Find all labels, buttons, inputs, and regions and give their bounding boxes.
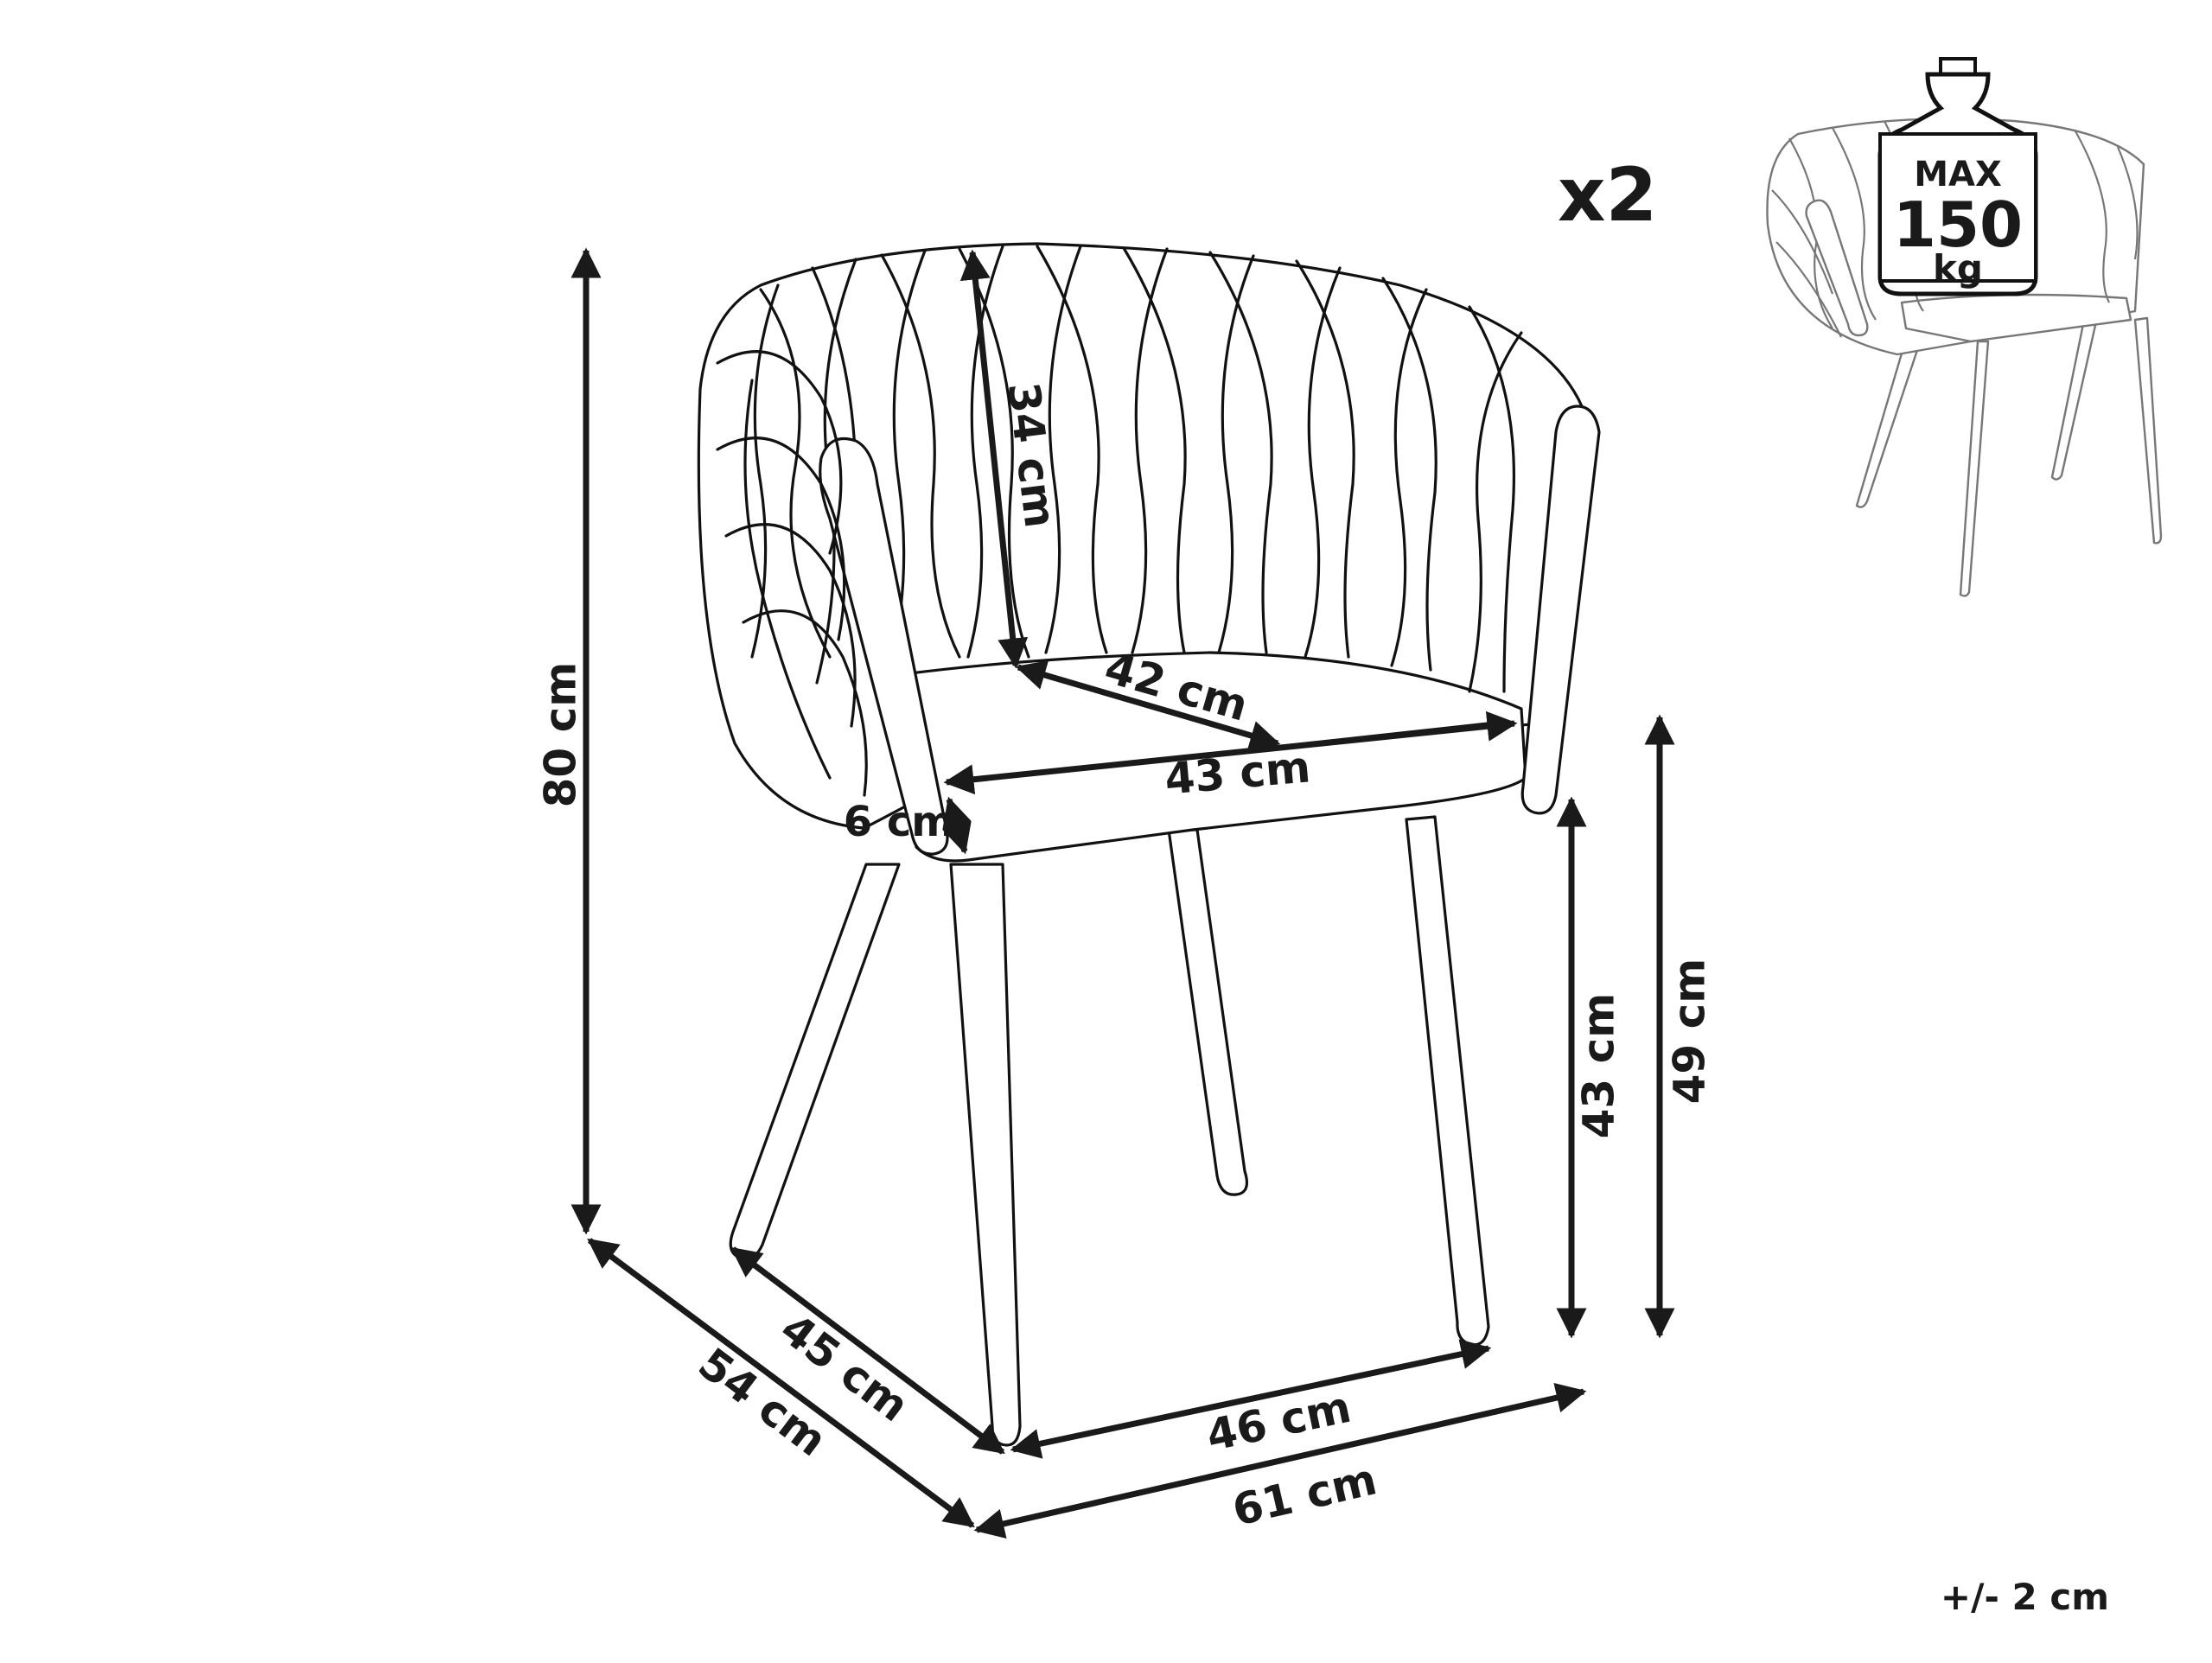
max-value: 150: [1893, 188, 2023, 261]
label-total-height: 80 cm: [536, 662, 586, 808]
chair-drawing: [697, 242, 1601, 1447]
tolerance-label: +/- 2 cm: [1941, 1576, 2109, 1618]
dim-line-backrest-height: [959, 249, 1029, 669]
dim-line-width-total: [973, 1382, 1587, 1539]
label-seat-height: 43 cm: [1574, 993, 1624, 1139]
max-unit: kg: [1933, 247, 1983, 290]
label-armrest-height: 49 cm: [1665, 959, 1715, 1105]
dim-line-seat-width: [943, 710, 1518, 795]
weight-icon: MAX 150 kg: [1877, 57, 2038, 296]
label-seat-thickness: 6 cm: [844, 798, 955, 846]
dimension-lines: [571, 247, 1675, 1539]
quantity-label: x2: [1558, 152, 1657, 239]
dim-line-seat-thickness: [942, 796, 972, 855]
dim-line-depth-total: [587, 1238, 975, 1528]
max-label: MAX: [1914, 155, 2002, 194]
